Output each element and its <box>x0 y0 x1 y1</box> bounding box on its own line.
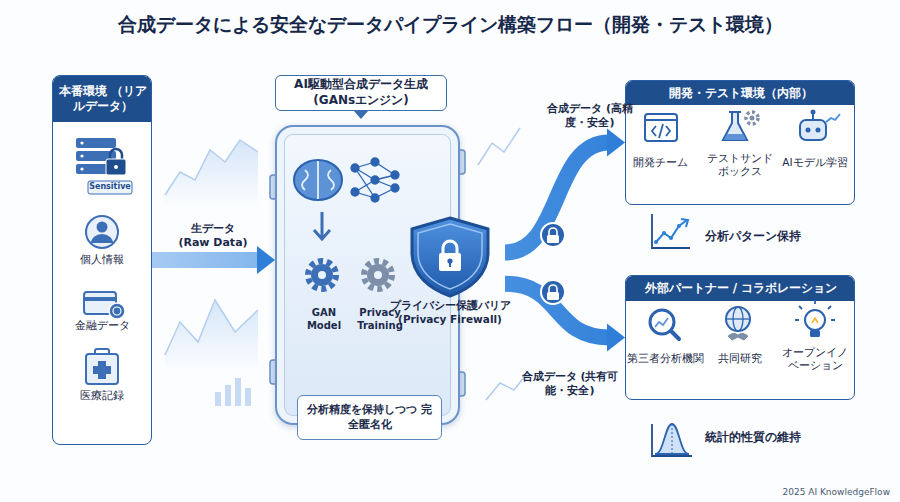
down-arrow <box>314 212 330 239</box>
item-label: 共同研究 <box>705 352 775 365</box>
magnifier-icon <box>650 310 679 339</box>
diagram-title: 合成データによる安全なデータパイプライン構築フロー（開発・テスト環境） <box>0 12 900 38</box>
panel-heading: 外部パートナー / コラボレーション <box>626 276 855 301</box>
flow-arrow <box>505 129 625 253</box>
server-icon <box>76 138 132 194</box>
shield-label: プライバシー保護バリア (Privacy Firewall) <box>383 299 517 326</box>
privacy-shield: プライバシー保護バリア (Privacy Firewall) <box>395 215 505 340</box>
bell-curve-icon <box>652 424 692 456</box>
panel-heading: 本番環境 （リアルデータ） <box>53 76 152 122</box>
robot-icon <box>800 110 840 141</box>
shield-shape <box>395 215 505 299</box>
box-heading: AI駆動型合成データ生成 (GANsエンジン) <box>276 76 446 110</box>
bulb-icon <box>795 300 835 337</box>
flask-icon <box>723 112 758 140</box>
module-label: GAN Model <box>299 307 349 332</box>
item-label: テストサンド ボックス <box>707 152 773 178</box>
medical-icon <box>86 349 118 384</box>
anonymize-callout: 分析精度を保持しつつ 完全匿名化 <box>297 395 442 440</box>
flow-arrow <box>152 246 275 274</box>
internal-panel: 開発・テスト環境（内部） <box>625 80 855 205</box>
sensitivity-tag: Sensitive <box>88 181 132 193</box>
edge-label: 合成データ (共有可能・安全) <box>520 370 620 399</box>
engine-heading-box: AI駆動型合成データ生成 (GANsエンジン) <box>275 75 447 111</box>
card-icon <box>84 292 125 319</box>
callout-text: 分析精度を保持しつつ 完全匿名化 <box>298 396 441 439</box>
data-type-label: 医療記録 <box>67 389 137 402</box>
benefit-label: 統計的性質の維持 <box>705 430 845 444</box>
trend-chart-icon <box>652 214 690 248</box>
data-type-label: 金融データ <box>67 319 137 332</box>
item-label: 第三者分析機関 <box>625 352 705 365</box>
globe-handshake-icon <box>726 307 750 341</box>
partner-panel: 外部パートナー / コラボレーション <box>625 275 855 400</box>
item-label: オープンイノ ベーション <box>782 346 848 372</box>
gear-icon <box>308 261 392 289</box>
edge-label: 合成データ (高精度・安全) <box>545 102 635 131</box>
code-window-icon <box>645 114 677 141</box>
footer-credit: 2025 AI KnowledgeFlow <box>760 487 890 498</box>
benefit-label: 分析パターン保持 <box>705 229 845 243</box>
item-label: AIモデル学習 <box>777 156 853 169</box>
person-icon <box>86 216 118 248</box>
data-type-label: 個人情報 <box>67 253 137 266</box>
lock-badge <box>541 223 565 304</box>
network-icon <box>351 158 399 202</box>
brain-icon <box>294 160 342 200</box>
item-label: 開発チーム <box>625 156 695 169</box>
edge-label: 生データ (Raw Data) <box>178 222 248 251</box>
flow-arrow <box>505 284 625 352</box>
panel-heading: 開発・テスト環境（内部） <box>626 81 855 105</box>
